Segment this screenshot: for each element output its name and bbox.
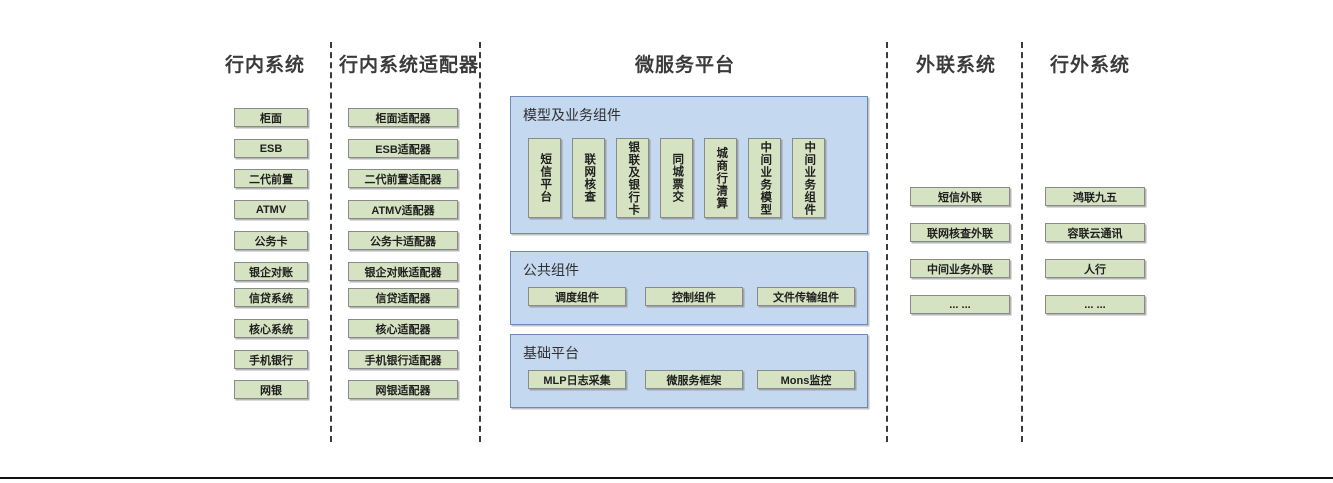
node-outside-system-1[interactable]: 鸿联九五 (1045, 187, 1145, 206)
column-title-inner-systems: 行内系统 (224, 55, 305, 76)
node-inner-adapter-5[interactable]: 公务卡适配器 (348, 231, 458, 250)
node-inner-adapter-6[interactable]: 银企对账适配器 (348, 262, 458, 281)
node-external-link-1[interactable]: 短信外联 (910, 187, 1010, 206)
node-inner-adapter-1[interactable]: 柜面适配器 (348, 108, 458, 127)
column-title-microservice-platform: 微服务平台 (634, 55, 735, 76)
node-model-component-4[interactable]: 同城票交 (660, 138, 693, 218)
node-outside-system-3[interactable]: 人行 (1045, 259, 1145, 278)
node-model-component-6[interactable]: 中间业务模型 (748, 138, 781, 218)
node-model-component-2[interactable]: 联网核查 (572, 138, 605, 218)
bottom-divider (0, 477, 1333, 479)
node-model-component-5[interactable]: 城商行清算 (704, 138, 737, 218)
node-inner-system-2[interactable]: ESB (234, 139, 308, 158)
node-inner-system-10[interactable]: 网银 (234, 380, 308, 399)
node-inner-system-3[interactable]: 二代前置 (234, 169, 308, 188)
node-inner-system-9[interactable]: 手机银行 (234, 350, 308, 369)
node-inner-system-1[interactable]: 柜面 (234, 108, 308, 127)
node-public-component-1[interactable]: 调度组件 (528, 287, 626, 306)
node-external-link-3[interactable]: 中间业务外联 (910, 259, 1010, 278)
column-title-outside-systems: 行外系统 (1049, 55, 1130, 76)
node-outside-system-4[interactable]: ... ... (1045, 295, 1145, 314)
column-separator-2 (479, 42, 481, 442)
node-base-platform-2[interactable]: 微服务框架 (645, 370, 743, 389)
column-separator-4 (1021, 42, 1023, 442)
node-inner-system-4[interactable]: ATMV (234, 200, 308, 219)
node-external-link-4[interactable]: ... ... (910, 295, 1010, 314)
panel-title-model-business-components: 模型及业务组件 (523, 107, 621, 123)
node-inner-system-7[interactable]: 信贷系统 (234, 288, 308, 307)
node-inner-adapter-10[interactable]: 网银适配器 (348, 380, 458, 399)
node-model-component-1[interactable]: 短信平台 (528, 138, 561, 218)
panel-title-base-platform: 基础平台 (523, 345, 579, 361)
node-inner-adapter-8[interactable]: 核心适配器 (348, 319, 458, 338)
node-base-platform-3[interactable]: Mons监控 (757, 370, 855, 389)
node-external-link-2[interactable]: 联网核查外联 (910, 223, 1010, 242)
node-inner-system-5[interactable]: 公务卡 (234, 231, 308, 250)
node-inner-system-6[interactable]: 银企对账 (234, 262, 308, 281)
node-inner-adapter-2[interactable]: ESB适配器 (348, 139, 458, 158)
node-inner-adapter-9[interactable]: 手机银行适配器 (348, 350, 458, 369)
node-inner-adapter-4[interactable]: ATMV适配器 (348, 200, 458, 219)
node-inner-adapter-3[interactable]: 二代前置适配器 (348, 169, 458, 188)
node-base-platform-1[interactable]: MLP日志采集 (528, 370, 626, 389)
column-title-external-link-systems: 外联系统 (915, 55, 996, 76)
panel-title-public-components: 公共组件 (523, 262, 579, 278)
node-public-component-2[interactable]: 控制组件 (645, 287, 743, 306)
node-inner-system-8[interactable]: 核心系统 (234, 319, 308, 338)
node-model-component-7[interactable]: 中间业务组件 (792, 138, 825, 218)
node-public-component-3[interactable]: 文件传输组件 (757, 287, 855, 306)
node-outside-system-2[interactable]: 容联云通讯 (1045, 223, 1145, 242)
node-model-component-3[interactable]: 银联及银行卡 (616, 138, 649, 218)
column-title-inner-adapters: 行内系统适配器 (339, 55, 480, 76)
node-inner-adapter-7[interactable]: 信贷适配器 (348, 288, 458, 307)
column-separator-1 (330, 42, 332, 442)
column-separator-3 (886, 42, 888, 442)
